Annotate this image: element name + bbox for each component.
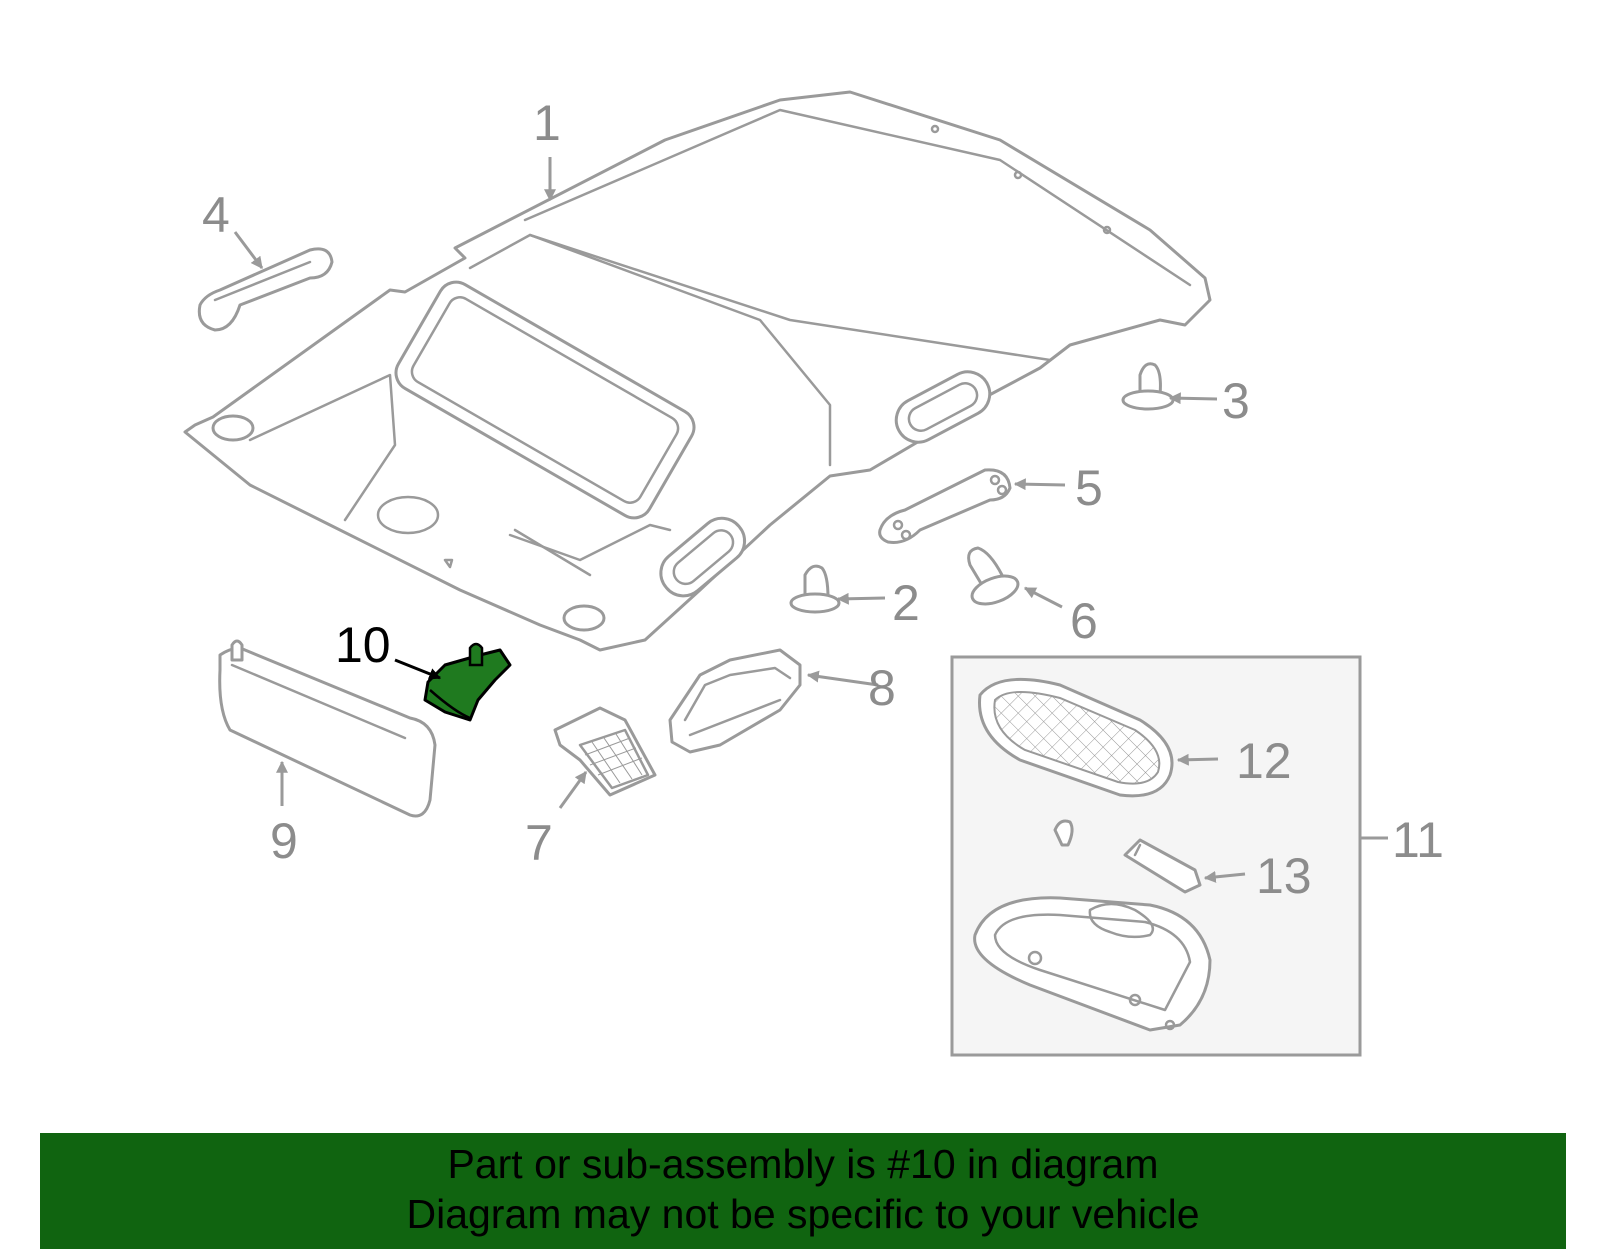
banner-line-2: Diagram may not be specific to your vehi…	[406, 1191, 1200, 1237]
leader-lines	[233, 157, 1388, 883]
grab-handle-part-5	[878, 468, 1012, 544]
callout-7: 7	[525, 815, 553, 871]
screw-kit-part	[1053, 819, 1074, 847]
grab-handle-part-4	[197, 247, 334, 332]
callout-9: 9	[270, 813, 298, 869]
callout-12: 12	[1236, 733, 1292, 789]
callout-3: 3	[1222, 373, 1250, 429]
lamp-housing-part	[973, 896, 1212, 1032]
callout-4: 4	[202, 187, 230, 243]
callout-10: 10	[335, 617, 391, 673]
clip-part-2	[789, 564, 841, 614]
part-info-banner: Part or sub-assembly is #10 in diagram D…	[40, 1133, 1566, 1249]
banner-line-1: Part or sub-assembly is #10 in diagram	[447, 1141, 1159, 1187]
callout-labels: 1 2 3 4 5 6 7 8 9 10 11 12 13	[202, 95, 1444, 904]
clip-part-3	[1121, 362, 1175, 411]
callout-2: 2	[892, 575, 920, 631]
console-part-8	[668, 648, 802, 754]
callout-13: 13	[1256, 848, 1312, 904]
pocket-part-7	[553, 706, 657, 797]
callout-5: 5	[1075, 460, 1103, 516]
callout-11: 11	[1392, 812, 1444, 868]
visor-hook-part-10	[423, 642, 512, 722]
headliner-part-1	[183, 90, 1212, 652]
callout-6: 6	[1070, 593, 1098, 649]
callout-8: 8	[868, 660, 896, 716]
callout-1: 1	[533, 95, 561, 151]
clip-part-6	[967, 546, 1020, 606]
bulb-part-13	[1123, 838, 1202, 894]
sun-visor-part-9	[218, 639, 437, 818]
lens-part-12	[978, 677, 1174, 798]
